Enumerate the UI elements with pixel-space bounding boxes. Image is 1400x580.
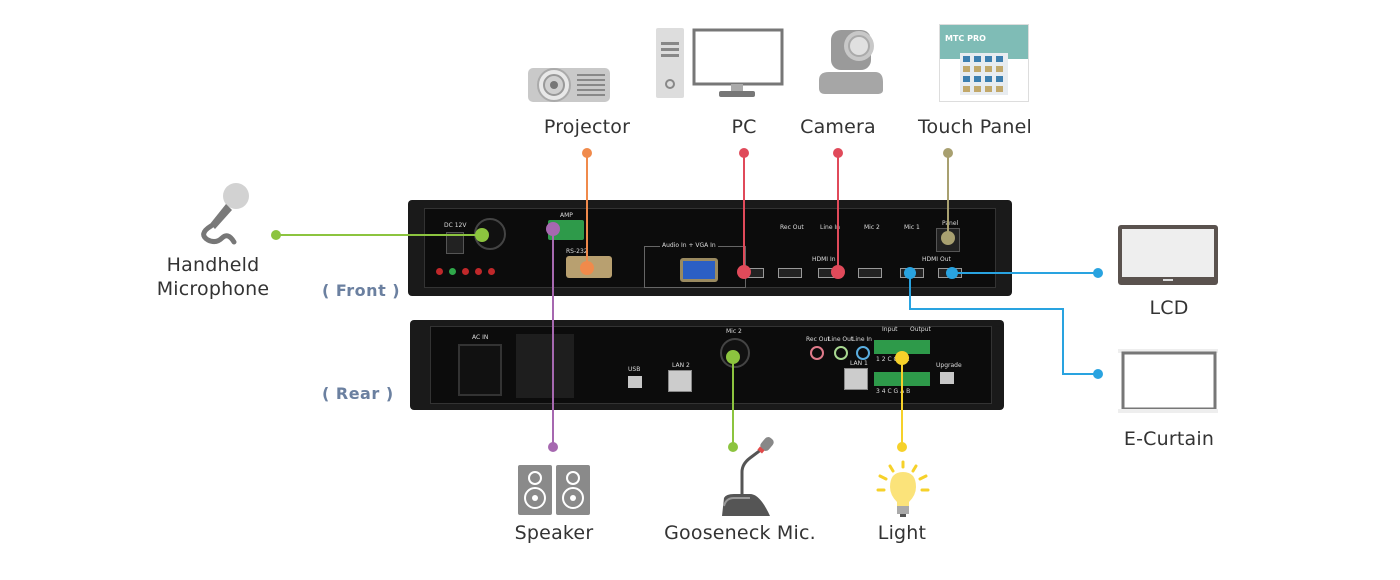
hdmi-in-2 (778, 268, 802, 278)
lan1-label: LAN 1 (850, 360, 868, 367)
output-label: Output (910, 326, 931, 333)
usb-label: USB (628, 366, 641, 373)
front-panel-device: DC 12V AMP RS-232 Audio In + VGA In Rec … (408, 200, 1012, 296)
dot-lcd-right (1093, 268, 1103, 278)
light-bulb-icon (876, 460, 930, 517)
hdmi-in-label: HDMI In (812, 256, 836, 263)
speaker-label: Speaker (514, 522, 594, 544)
mic1-label: Mic 1 (904, 224, 920, 231)
projector-icon (528, 68, 610, 102)
pc-label: PC (731, 116, 757, 138)
dot-camera-port (831, 265, 845, 279)
ac-in-label: AC IN (472, 334, 489, 341)
dot-gooseneck-port (726, 350, 740, 364)
projector-label: Projector (543, 116, 631, 138)
input-label: Input (882, 326, 898, 333)
ac-in-socket (458, 344, 502, 396)
led-rx (462, 268, 469, 275)
rec-out-jack (810, 346, 824, 360)
dot-gooseneck-bottom (728, 442, 738, 452)
audio-vga-label: Audio In + VGA In (660, 242, 718, 249)
gooseneck-microphone-label: Gooseneck Mic. (664, 522, 816, 544)
dot-curtain-port (904, 267, 916, 279)
dot-lcd-port (946, 267, 958, 279)
io-top-numbers: 1 2 C G 1 2 (876, 356, 910, 363)
rear-side-label: ( Rear ) (322, 384, 394, 403)
dot-light-port (895, 351, 909, 365)
dot-projector-port (580, 261, 594, 275)
light-label: Light (877, 522, 927, 544)
lcd-icon (1118, 225, 1218, 285)
io-bottom-numbers: 3 4 C G A B (876, 388, 911, 395)
camera-icon (819, 30, 883, 94)
usb-port (628, 376, 642, 388)
amp-label: AMP (560, 212, 573, 219)
dot-speaker-bottom (548, 442, 558, 452)
upgrade-port (940, 372, 954, 384)
led-power (436, 268, 443, 275)
rear-line-in-label: Line In (852, 336, 872, 343)
universal-outlet (516, 334, 574, 398)
dot-touch-panel-top (943, 148, 953, 158)
touch-panel-grid (960, 53, 1008, 95)
e-curtain-icon (1118, 349, 1218, 413)
dot-pc-top (739, 148, 749, 158)
dot-light-bottom (897, 442, 907, 452)
lan2-label: LAN 2 (672, 362, 690, 369)
dot-handheld-left (271, 230, 281, 240)
dot-pc-port (737, 265, 751, 279)
gooseneck-microphone-icon (722, 437, 774, 516)
dot-projector-top (582, 148, 592, 158)
line-out-jack (834, 346, 848, 360)
touch-panel-icon: MTC PRO (939, 24, 1029, 102)
camera-label: Camera (800, 116, 876, 138)
touch-panel-label: Touch Panel (917, 116, 1033, 138)
handheld-microphone-label-2: Microphone (156, 278, 270, 300)
dc-12v-label: DC 12V (444, 222, 467, 229)
rs232-label: RS-232 (566, 248, 588, 255)
hdmi-in-4 (858, 268, 882, 278)
vga-port (680, 258, 718, 282)
pc-icon (656, 28, 784, 98)
front-side-label: ( Front ) (322, 281, 401, 300)
io-terminal-top (874, 340, 930, 354)
handheld-microphone-icon (201, 183, 249, 245)
speaker-icon (518, 465, 590, 515)
dot-curtain-right (1093, 369, 1103, 379)
rec-out-label: Rec Out (780, 224, 804, 231)
e-curtain-label: E-Curtain (1123, 428, 1215, 450)
lcd-label: LCD (1149, 297, 1189, 319)
panel-label: Panel (942, 220, 959, 227)
handheld-microphone-label-1: Handheld (166, 254, 260, 276)
mic2-label: Mic 2 (864, 224, 880, 231)
rear-mic2-label: Mic 2 (726, 328, 742, 335)
led-tx (475, 268, 482, 275)
led-link (449, 268, 456, 275)
upgrade-label: Upgrade (936, 362, 962, 369)
rear-panel-device: AC IN USB LAN 2 Mic 2 Rec Out Line Out L… (410, 320, 1004, 410)
dot-handheld-port (475, 228, 489, 242)
wire-e-curtain (909, 273, 1098, 375)
rear-line-out-label: Line Out (828, 336, 854, 343)
dot-camera-top (833, 148, 843, 158)
dc-jack (446, 232, 464, 254)
lan1-port (844, 368, 868, 390)
lan2-port (668, 370, 692, 392)
led-act (488, 268, 495, 275)
dot-speaker-port (546, 222, 560, 236)
line-in-jack (856, 346, 870, 360)
line-in-label: Line In (820, 224, 840, 231)
hdmi-out-label: HDMI Out (922, 256, 951, 263)
dot-touch-panel-port (941, 231, 955, 245)
rear-rec-out-label: Rec Out (806, 336, 830, 343)
touch-panel-title: MTC PRO (945, 34, 986, 43)
led-row (436, 268, 495, 275)
